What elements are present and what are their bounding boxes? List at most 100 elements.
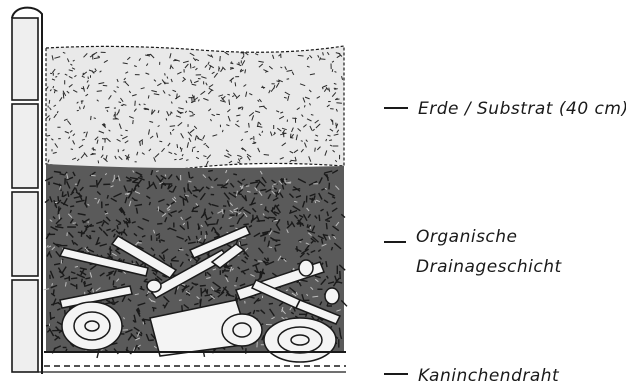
- texture-stroke: [315, 148, 316, 152]
- texture-stroke: [301, 141, 303, 142]
- texture-stroke: [97, 91, 102, 92]
- texture-stroke: [135, 101, 136, 106]
- texture-stroke: [131, 188, 132, 193]
- texture-stroke: [288, 221, 289, 225]
- texture-stroke: [60, 186, 61, 190]
- texture-stroke: [264, 237, 265, 242]
- texture-stroke: [201, 288, 202, 297]
- wall-board: [12, 18, 38, 100]
- texture-stroke: [208, 224, 216, 225]
- bed-side-wall: [12, 8, 42, 374]
- texture-stroke: [71, 149, 73, 150]
- texture-stroke: [340, 271, 341, 279]
- texture-stroke: [222, 130, 223, 132]
- texture-stroke: [121, 135, 123, 136]
- texture-stroke: [323, 235, 328, 236]
- label-drainage-line-1: Organische: [416, 227, 518, 247]
- texture-stroke: [149, 181, 150, 187]
- texture-stroke: [297, 246, 298, 252]
- texture-stroke: [229, 100, 230, 105]
- texture-stroke: [200, 285, 206, 286]
- branch-stub: [147, 280, 161, 292]
- branch-stub: [325, 288, 339, 304]
- texture-stroke: [312, 198, 313, 203]
- branch-stub: [299, 260, 313, 276]
- texture-stroke: [92, 153, 96, 154]
- texture-stroke: [140, 142, 141, 146]
- texture-stroke: [188, 221, 189, 229]
- log-end: [264, 318, 336, 362]
- wall-board: [12, 192, 38, 276]
- texture-stroke: [235, 82, 236, 86]
- texture-stroke: [90, 226, 94, 227]
- texture-stroke: [220, 56, 221, 61]
- wall-board: [12, 280, 38, 372]
- texture-stroke: [177, 144, 178, 148]
- texture-stroke: [105, 204, 109, 205]
- texture-stroke: [171, 261, 179, 262]
- texture-stroke: [264, 155, 269, 156]
- texture-stroke: [329, 183, 330, 190]
- texture-stroke: [257, 221, 265, 222]
- wall-board: [12, 104, 38, 188]
- texture-stroke: [58, 196, 59, 201]
- texture-stroke: [268, 258, 269, 261]
- texture-stroke: [298, 55, 304, 56]
- texture-stroke: [156, 171, 159, 172]
- texture-stroke: [70, 206, 74, 207]
- texture-stroke: [249, 123, 250, 128]
- texture-stroke: [260, 190, 266, 191]
- texture-stroke: [157, 224, 162, 225]
- texture-stroke: [105, 107, 109, 108]
- texture-stroke: [170, 126, 175, 127]
- texture-stroke: [282, 133, 287, 134]
- texture-stroke: [117, 225, 118, 229]
- texture-stroke: [98, 160, 99, 163]
- texture-stroke: [273, 185, 274, 189]
- texture-stroke: [103, 85, 107, 86]
- texture-stroke: [94, 118, 96, 119]
- texture-stroke: [118, 224, 121, 225]
- texture-stroke: [91, 116, 92, 120]
- log-end: [222, 314, 262, 346]
- texture-stroke: [269, 303, 273, 304]
- texture-stroke: [321, 59, 326, 60]
- texture-stroke: [113, 280, 114, 285]
- texture-stroke: [190, 64, 191, 69]
- texture-stroke: [291, 160, 297, 161]
- texture-stroke: [183, 199, 184, 206]
- texture-stroke: [225, 265, 226, 268]
- texture-stroke: [63, 93, 64, 99]
- texture-stroke: [165, 73, 166, 75]
- texture-stroke: [247, 191, 251, 192]
- texture-stroke: [190, 116, 194, 117]
- texture-stroke: [186, 160, 188, 161]
- log-end: [62, 302, 122, 350]
- texture-stroke: [274, 184, 277, 185]
- texture-stroke: [230, 226, 235, 227]
- texture-stroke: [164, 255, 165, 260]
- texture-stroke: [179, 300, 182, 301]
- texture-stroke: [327, 221, 331, 222]
- texture-stroke: [208, 170, 213, 171]
- texture-stroke: [243, 224, 248, 225]
- texture-stroke: [125, 130, 127, 131]
- texture-stroke: [268, 217, 275, 218]
- texture-stroke: [49, 100, 50, 104]
- texture-stroke: [319, 215, 320, 221]
- texture-stroke: [80, 107, 81, 110]
- texture-stroke: [133, 120, 134, 124]
- texture-stroke: [98, 56, 100, 57]
- texture-stroke: [55, 77, 57, 78]
- texture-stroke: [149, 340, 154, 341]
- texture-stroke: [179, 250, 184, 251]
- texture-stroke: [196, 236, 197, 239]
- label-mesh: Kaninchendraht: [418, 366, 560, 386]
- texture-stroke: [192, 97, 193, 103]
- texture-stroke: [59, 214, 60, 219]
- texture-stroke: [287, 79, 290, 80]
- texture-stroke: [304, 105, 305, 107]
- texture-stroke: [233, 174, 237, 175]
- texture-stroke: [286, 290, 288, 291]
- texture-stroke: [82, 279, 83, 283]
